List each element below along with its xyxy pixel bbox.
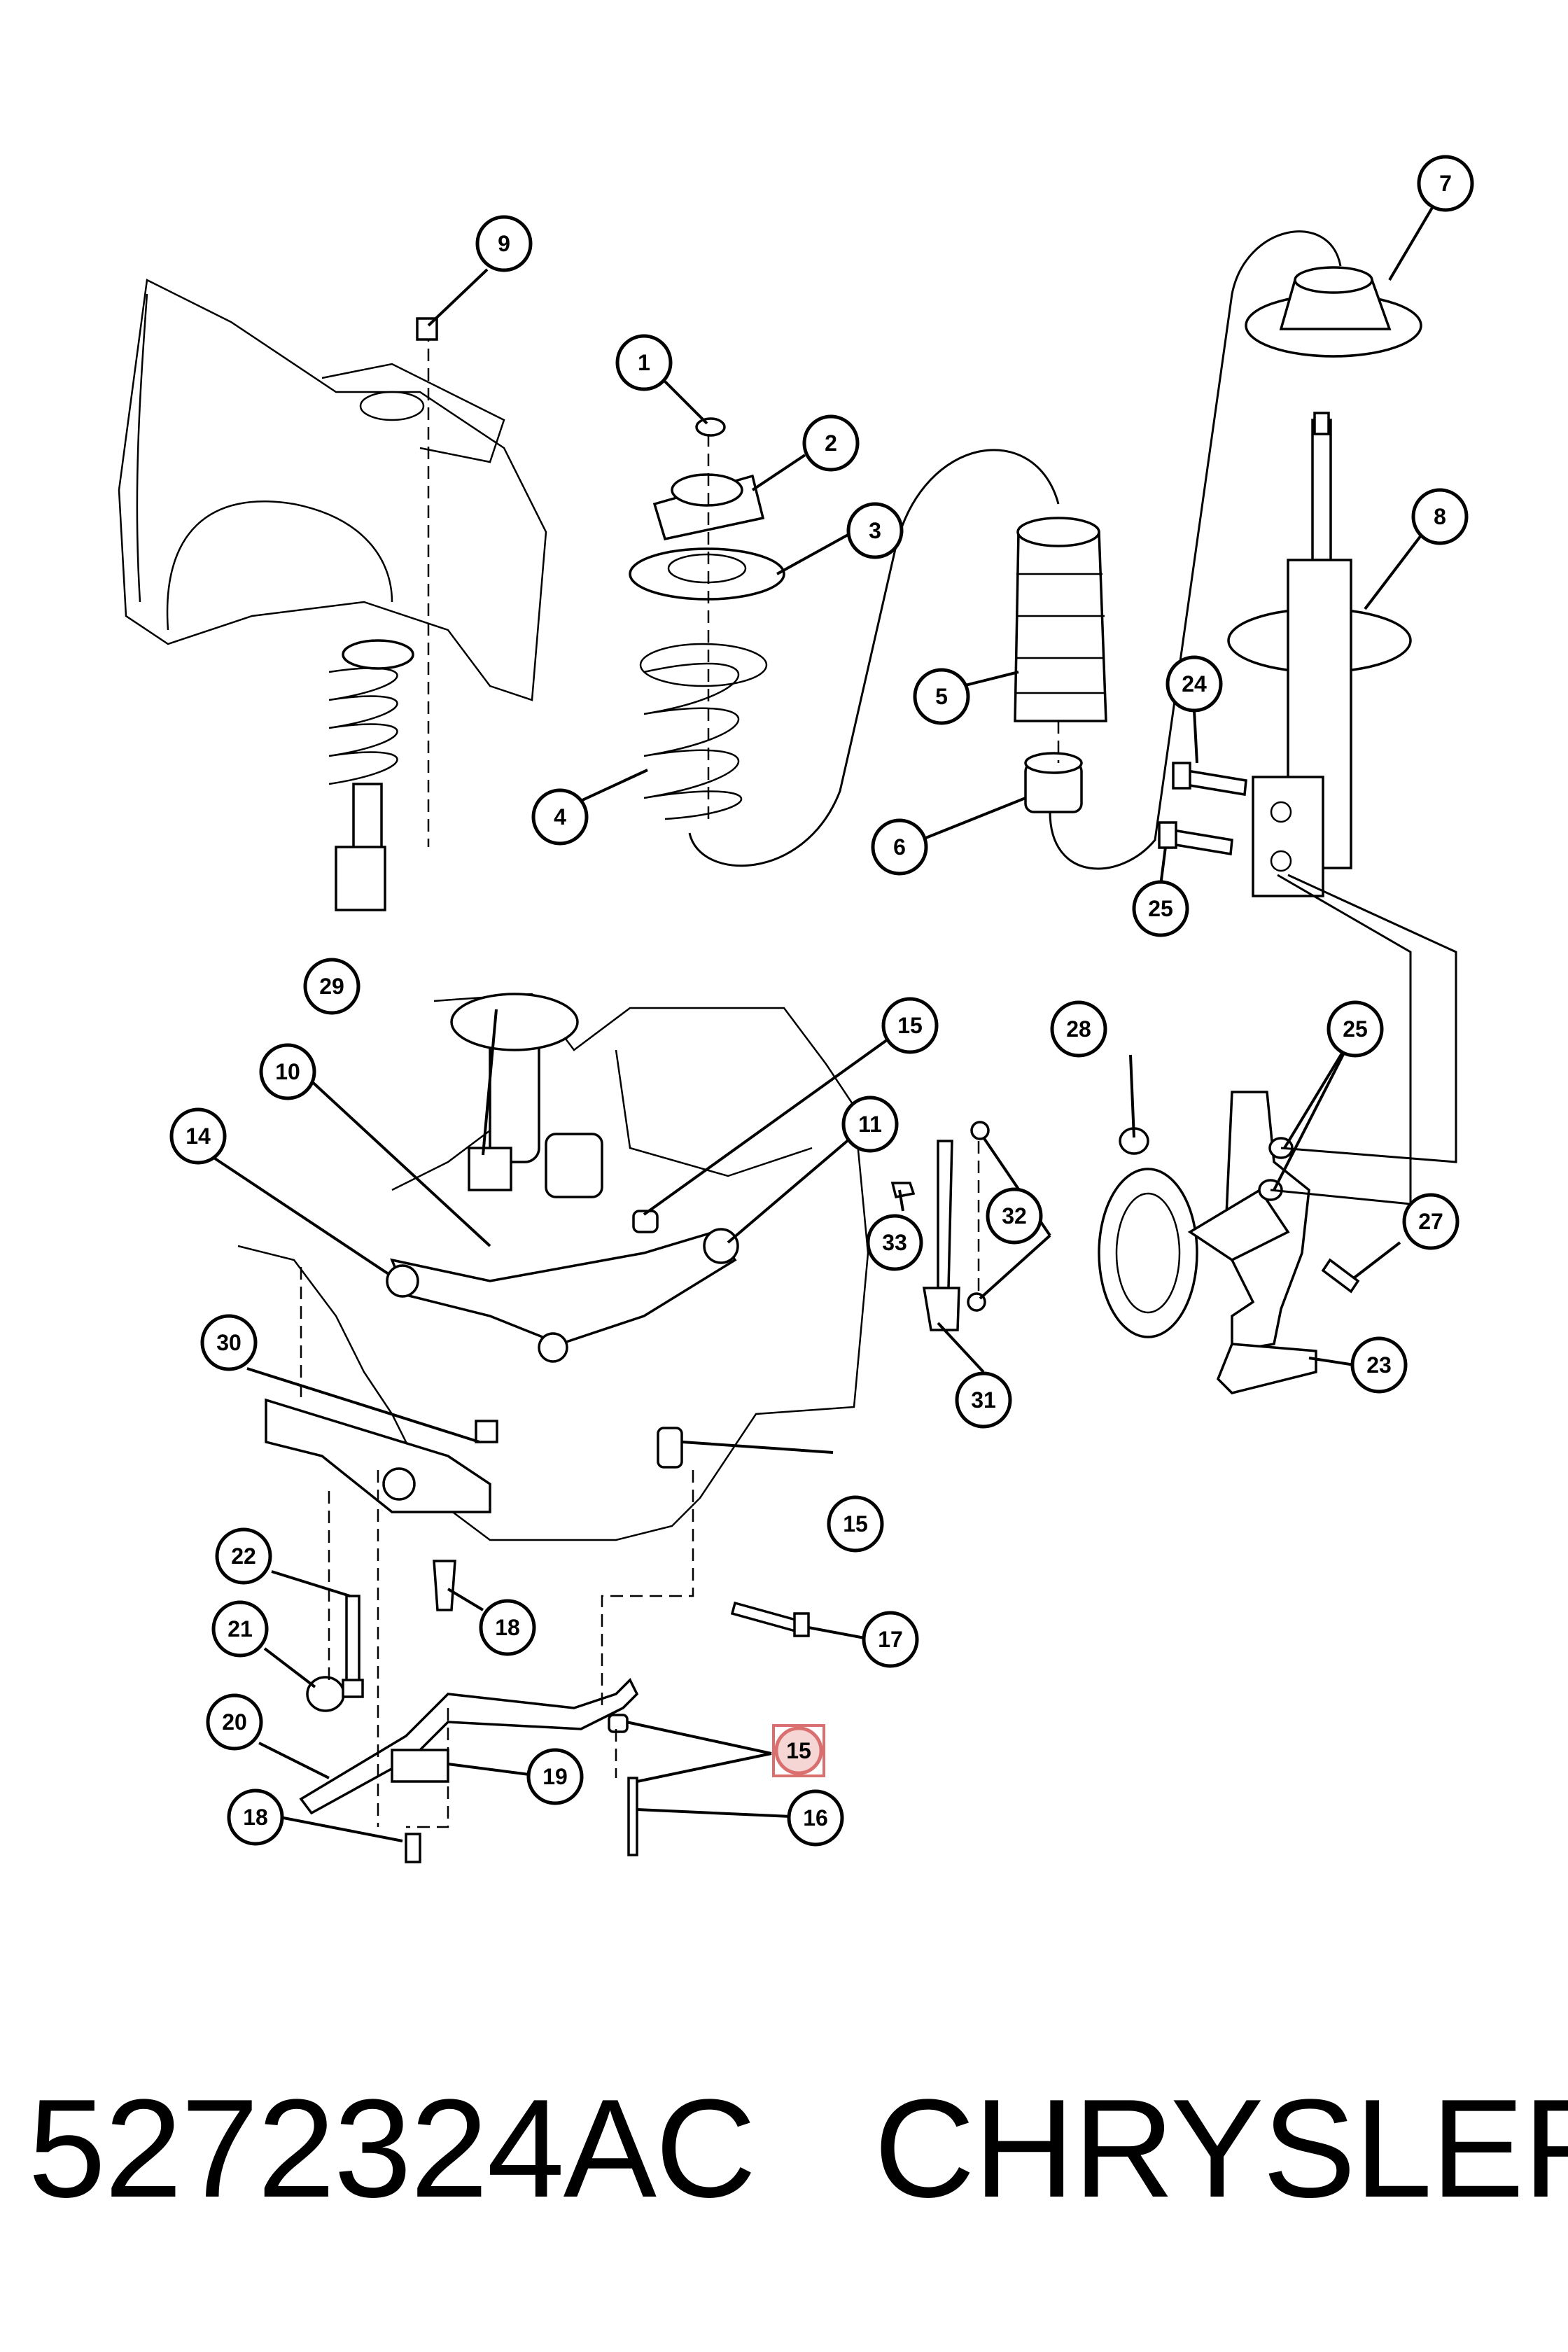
svg-text:8: 8	[1434, 504, 1446, 529]
callout-24: 23	[1350, 1336, 1408, 1394]
callout-18: 18	[479, 1599, 536, 1656]
callout-5: 5	[913, 668, 970, 725]
svg-text:18: 18	[495, 1615, 520, 1640]
spring-stack	[629, 417, 785, 826]
callout-9: 9	[475, 215, 533, 272]
callout-15-upper: 15	[881, 997, 939, 1054]
callout-10: 10	[259, 1043, 316, 1100]
callout-1: 1	[615, 334, 673, 391]
part-number: 5272324AC	[28, 2071, 756, 2227]
callout-21: 20	[206, 1693, 263, 1751]
svg-text:15: 15	[843, 1511, 868, 1536]
svg-text:27: 27	[1418, 1209, 1443, 1234]
callout-33: 32	[986, 1187, 1043, 1245]
callout-6: 6	[871, 818, 928, 876]
callout-31: 30	[200, 1314, 258, 1371]
callout-11: 11	[841, 1096, 899, 1153]
svg-text:9: 9	[498, 231, 510, 256]
brand-name: CHRYSLER	[874, 2071, 1568, 2227]
svg-text:24: 24	[1182, 671, 1207, 696]
svg-text:1: 1	[638, 350, 650, 375]
sway-bar-link	[890, 1121, 990, 1331]
svg-text:19: 19	[542, 1764, 568, 1789]
svg-text:30: 30	[216, 1330, 241, 1355]
svg-text:15: 15	[786, 1738, 811, 1763]
svg-text:18: 18	[243, 1805, 268, 1830]
callout-30: 29	[303, 958, 360, 1015]
callout-15-middle: 15	[827, 1495, 884, 1553]
svg-text:29: 29	[319, 974, 344, 999]
svg-text:16: 16	[803, 1805, 828, 1830]
callout-25-lower: 25	[1132, 880, 1189, 937]
callout-29: 28	[1050, 1000, 1107, 1058]
callout-27: 25	[1326, 1000, 1384, 1058]
callout-15-highlighted[interactable]: 15	[774, 1726, 823, 1775]
callout-20: 18	[227, 1788, 284, 1846]
svg-text:4: 4	[554, 804, 566, 830]
svg-text:28: 28	[1066, 1016, 1091, 1042]
fender-strut-assembly	[118, 279, 547, 911]
svg-text:22: 22	[231, 1544, 256, 1569]
svg-text:20: 20	[222, 1709, 247, 1735]
svg-text:6: 6	[893, 834, 906, 860]
svg-text:11: 11	[858, 1112, 882, 1137]
callout-7: 7	[1417, 155, 1474, 212]
callout-32: 31	[955, 1371, 1012, 1429]
svg-text:25: 25	[1148, 896, 1173, 921]
callout-34: 33	[866, 1214, 923, 1271]
callout-25-upper: 24	[1166, 655, 1223, 713]
callout-22: 21	[211, 1600, 269, 1658]
highlight-box	[772, 1724, 825, 1777]
strut-assembly	[1158, 266, 1422, 897]
svg-text:7: 7	[1439, 171, 1452, 196]
svg-text:33: 33	[882, 1230, 907, 1255]
svg-text:31: 31	[971, 1387, 996, 1413]
callout-17: 17	[862, 1611, 919, 1668]
svg-text:3: 3	[869, 518, 881, 543]
callout-8: 8	[1411, 488, 1469, 545]
callout-2: 2	[802, 414, 860, 472]
knuckle-assembly	[1098, 874, 1457, 1394]
svg-text:2: 2	[825, 430, 837, 456]
svg-text:14: 14	[186, 1124, 211, 1149]
subframe-control-arm	[237, 993, 869, 1541]
callout-16: 16	[787, 1789, 844, 1847]
svg-text:21: 21	[227, 1616, 253, 1642]
svg-text:17: 17	[878, 1627, 903, 1652]
svg-text:10: 10	[275, 1059, 300, 1084]
callout-23: 22	[215, 1527, 272, 1585]
svg-text:25: 25	[1343, 1016, 1368, 1042]
callout-14: 14	[169, 1107, 227, 1165]
svg-text:32: 32	[1002, 1203, 1027, 1228]
bump-stop-assembly	[688, 230, 1342, 870]
caption: 5272324AC CHRYSLER	[28, 2058, 1568, 2240]
callout-28: 27	[1402, 1193, 1460, 1250]
callout-3: 3	[846, 502, 904, 559]
svg-text:23: 23	[1366, 1352, 1392, 1378]
callout-19: 19	[526, 1748, 584, 1805]
stabilizer-bar	[299, 1470, 810, 1863]
callout-4: 4	[531, 788, 589, 846]
svg-text:5: 5	[935, 684, 948, 709]
svg-text:15: 15	[897, 1013, 923, 1038]
